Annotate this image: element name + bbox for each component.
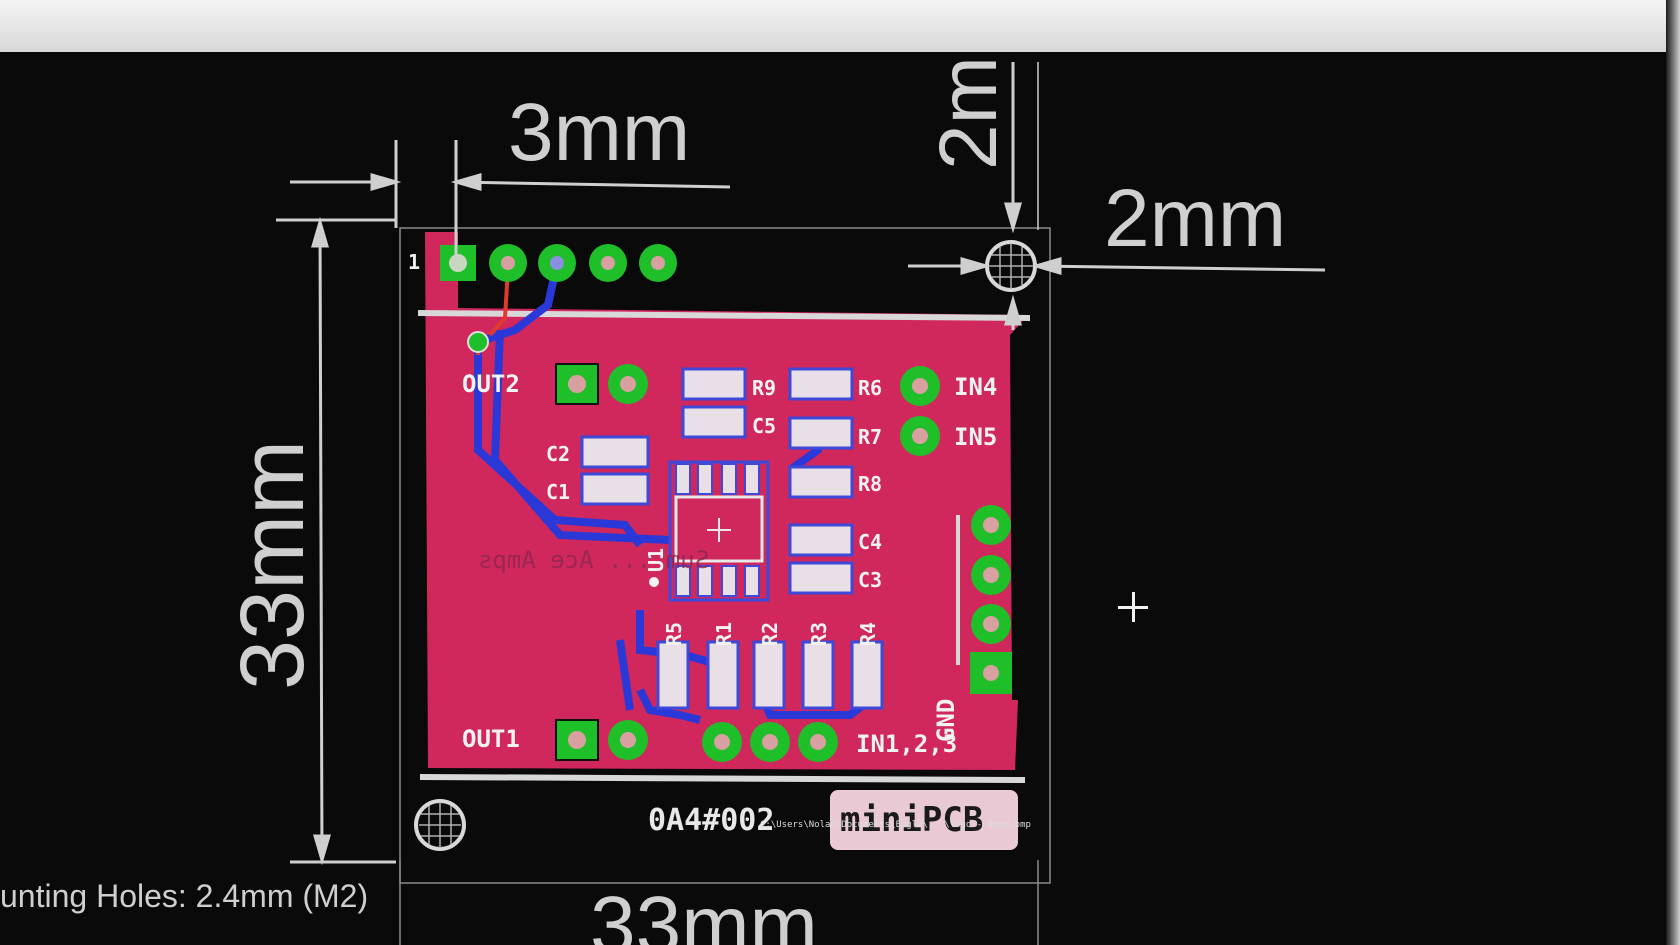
mounting-hole-bottom-left [414,799,466,851]
via [467,331,489,353]
logo-file-path: C:\Users\Nolan\Documents\Eagle\...\logo … [760,820,1031,830]
label-r4: R4 [856,621,880,646]
header-pins-top [440,244,677,282]
label-r2: R2 [758,621,782,646]
dimension-left-33mm: 33mm [223,439,323,690]
label-in4: IN4 [954,373,998,401]
dimension-lines [276,62,1326,866]
label-r5: R5 [662,621,686,646]
out2-pads [555,363,648,405]
monitor-bezel [1666,0,1680,945]
label-r1: R1 [712,621,736,646]
label-c1: C1 [546,480,571,504]
logo-text: miniPCB [840,800,984,840]
dimension-bottom-33mm: 33mm [590,880,818,945]
mounting-holes-note: unting Holes: 2.4mm (M2) [0,878,369,914]
label-in5: IN5 [954,423,998,451]
smd-parts [580,367,884,710]
label-gnd: GND [932,698,960,742]
silk-line-top [417,310,1031,321]
label-out2: OUT2 [462,370,520,398]
label-r7: R7 [858,425,883,449]
label-out1: OUT1 [462,725,520,753]
label-r8: R8 [858,472,883,496]
u1-chip [649,460,770,602]
label-c2: C2 [546,442,571,466]
dimension-top-3mm: 3mm [508,87,691,178]
label-r9: R9 [752,376,777,400]
right-header-pads [970,505,1012,694]
board-id-label: 0A4#002 [648,803,775,838]
bottom-layer-ghost-text: Sum ... Ace Amps [478,546,710,574]
label-c4: C4 [858,530,883,554]
label-in123: IN1,2,3 [856,730,958,758]
dimension-top-right-vertical: 2m [923,56,1014,170]
mounting-hole-top-right [985,240,1037,292]
minipcb-logo: miniPCB [830,790,1018,850]
label-c5: C5 [752,414,777,438]
pcb-drawing [276,62,1326,945]
board-outline [399,227,1051,884]
dimension-right-2mm: 2mm [1104,173,1287,264]
out1-pads [555,719,648,761]
in4-in5-pads [900,366,940,456]
silk-line-bottom [419,774,1026,783]
in123-pads [702,722,838,762]
label-c3: C3 [858,568,883,592]
window-top-bar [0,0,1680,52]
pin1-marker: 1 [408,250,421,274]
eagle-board-canvas[interactable]: 3mm 2mm 2m 33mm 33mm unting Holes: 2.4mm… [0,52,1680,945]
label-r3: R3 [807,621,831,646]
cursor-crosshair-icon [1118,592,1148,622]
label-r6: R6 [858,376,883,400]
